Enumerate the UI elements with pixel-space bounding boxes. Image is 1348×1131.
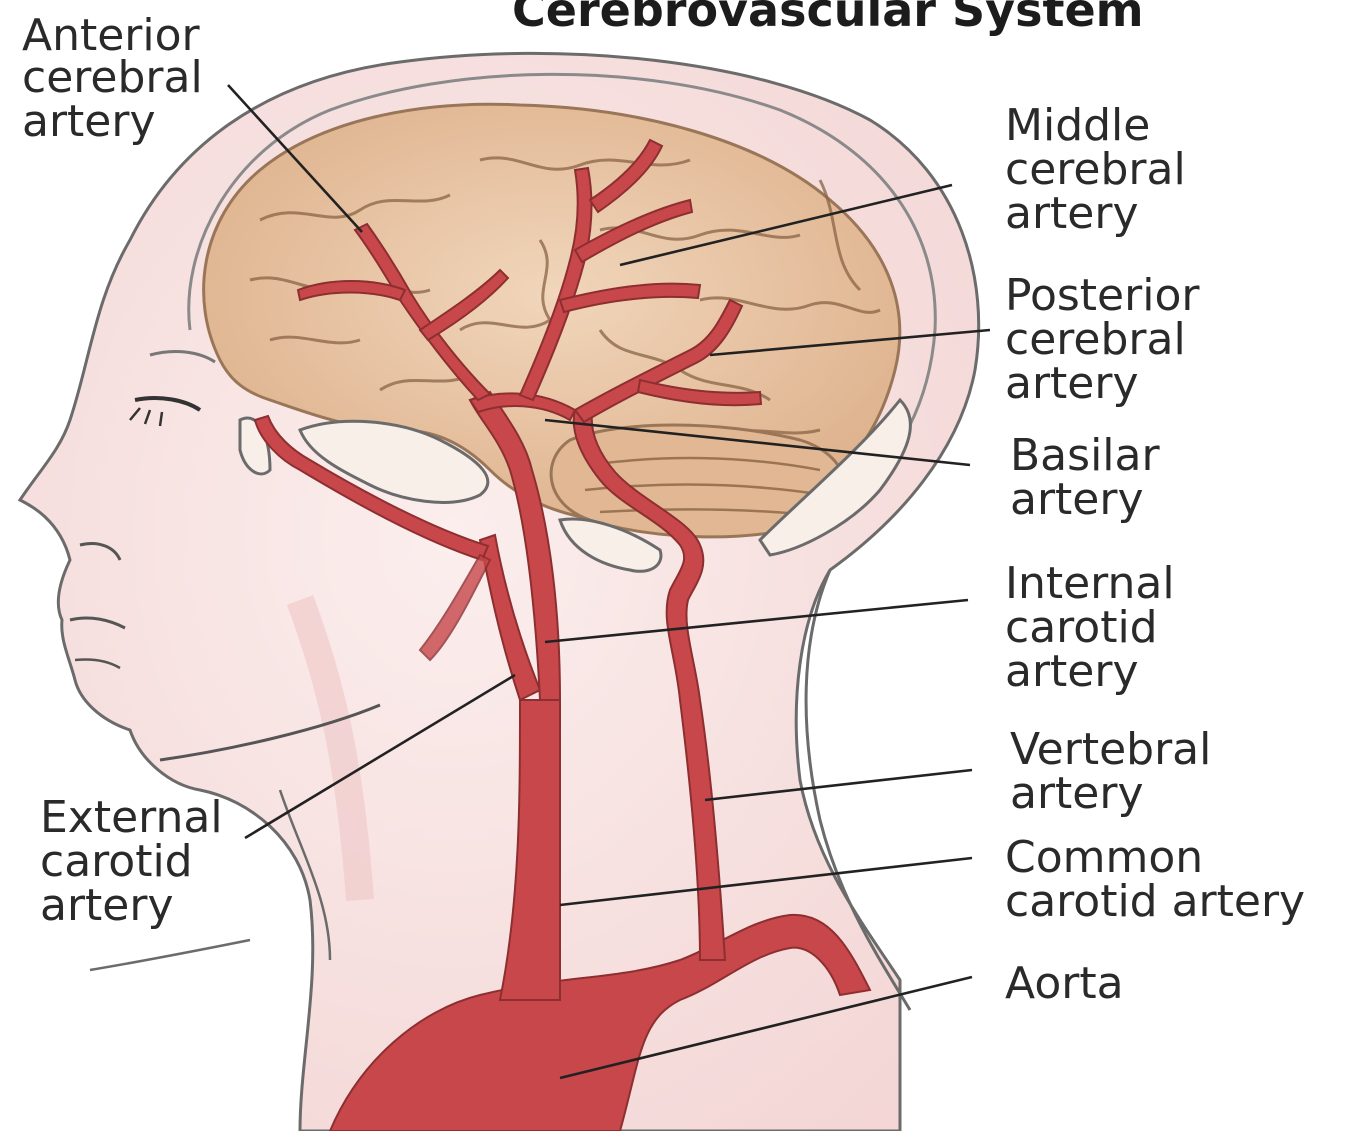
label-line: artery	[1010, 768, 1144, 819]
label-line: carotid artery	[1005, 876, 1305, 927]
label-line: artery	[22, 96, 156, 147]
label-posterior-cerebral: Posterior cerebral artery	[1005, 270, 1200, 409]
label-line: artery	[1005, 646, 1139, 697]
label-anterior-cerebral: Anterior cerebral artery	[22, 10, 203, 147]
label-line: Aorta	[1005, 958, 1124, 1009]
label-line: artery	[1005, 358, 1139, 409]
label-internal-carotid: Internal carotid artery	[1005, 558, 1175, 697]
label-line: artery	[1010, 474, 1144, 525]
label-vertebral: Vertebral artery	[1010, 724, 1211, 819]
diagram-title: Cerebrovascular System	[512, 0, 1144, 37]
label-common-carotid: Common carotid artery	[1005, 832, 1305, 927]
label-line: artery	[40, 880, 174, 931]
label-line: artery	[1005, 188, 1139, 239]
label-aorta: Aorta	[1005, 958, 1124, 1009]
label-middle-cerebral: Middle cerebral artery	[1005, 100, 1186, 239]
label-basilar: Basilar artery	[1010, 430, 1160, 525]
label-external-carotid: External carotid artery	[40, 792, 223, 931]
